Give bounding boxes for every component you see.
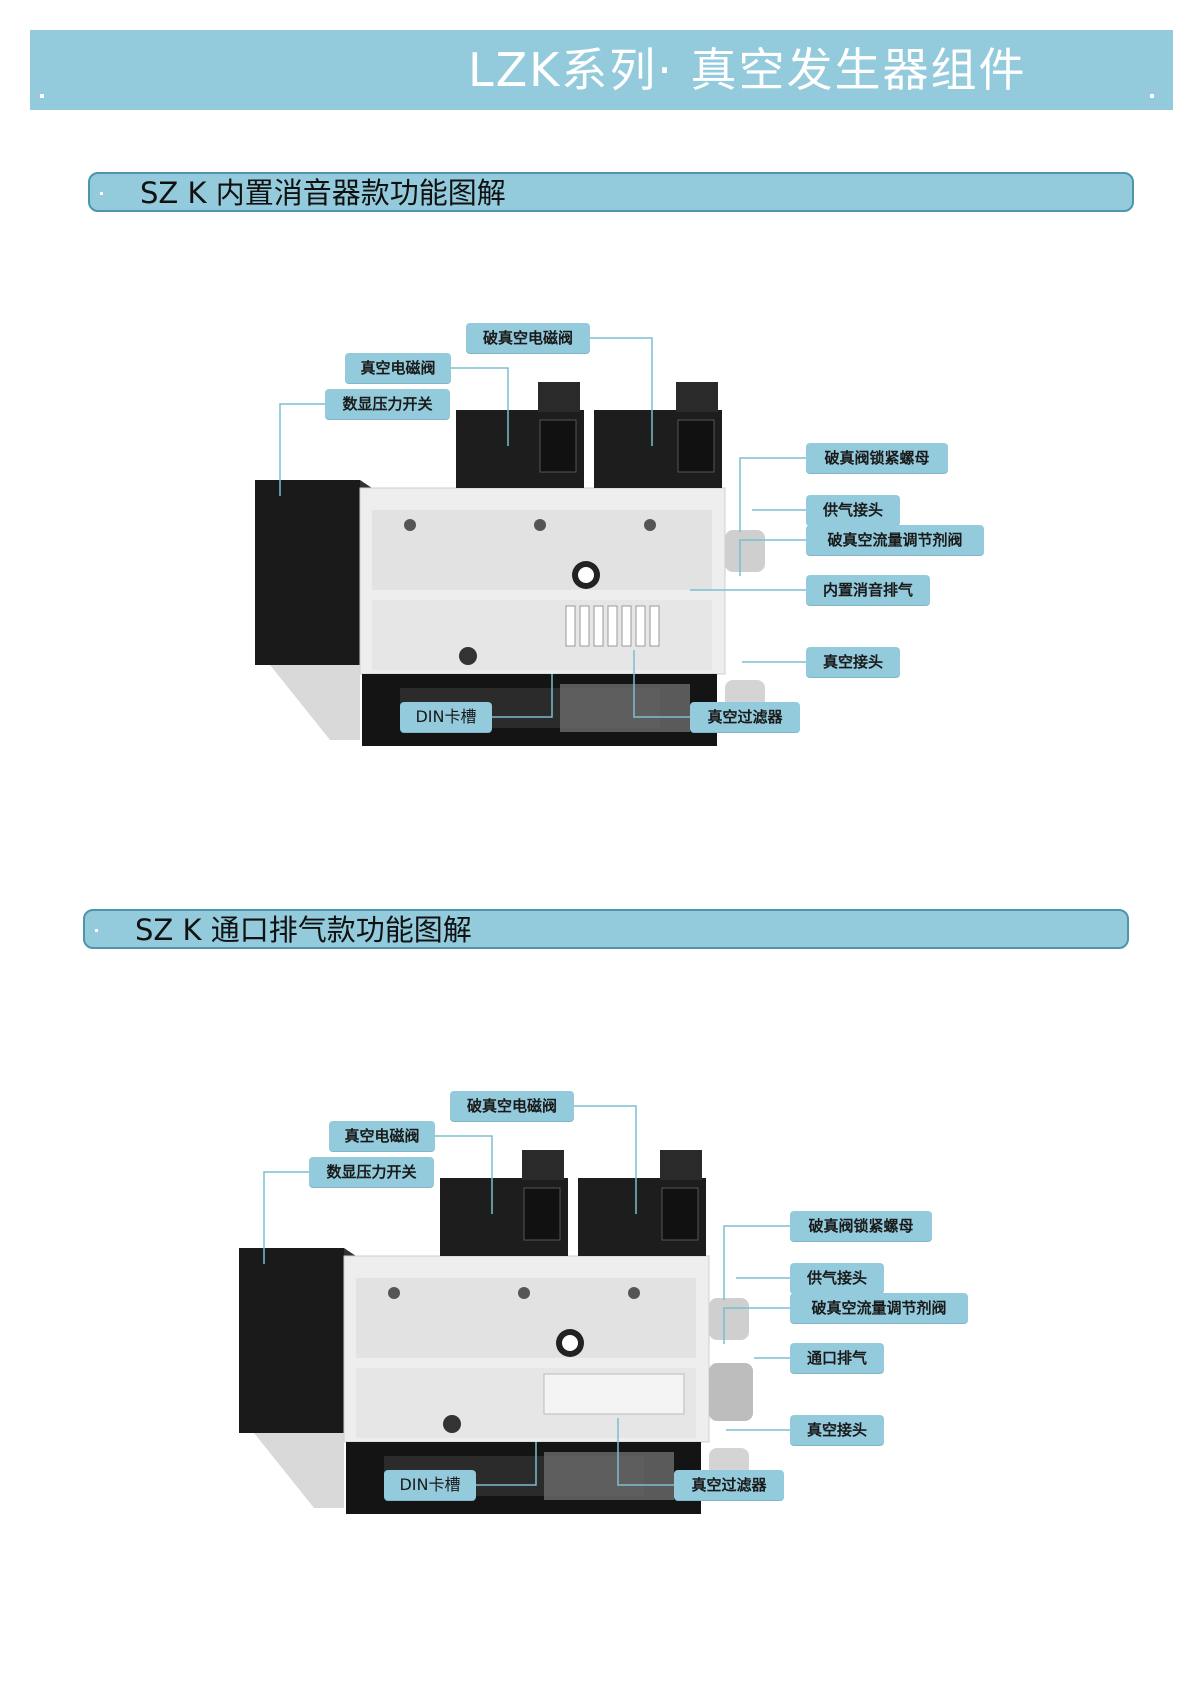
callout-flow-regulator: 破真空流量调节剂阀 [806, 525, 984, 555]
diagram-port-exhaust: 破真空电磁阀 真空电磁阀 数显压力开关 破真阀锁紧螺母 供气接头 破真空流量调节… [0, 1068, 1199, 1548]
callout-exhaust: 通口排气 [790, 1343, 884, 1373]
heading-dot [95, 929, 98, 932]
section-heading-label: SZ K 内置消音器款功能图解 [140, 176, 506, 210]
section-heading-port-exhaust: SZ K 通口排气款功能图解 [83, 909, 1129, 949]
leader-lines [263, 1105, 790, 1486]
diagram-builtin-silencer: 破真空电磁阀 真空电磁阀 数显压力开关 破真阀锁紧螺母 供气接头 破真空流量调节… [0, 300, 1199, 780]
banner-dot [40, 94, 44, 98]
product-body [239, 1150, 753, 1514]
callout-vacuum-valve: 真空电磁阀 [329, 1121, 435, 1151]
product-illustration [255, 337, 806, 746]
callout-supply-fitting: 供气接头 [806, 495, 900, 525]
section-heading-label: SZ K 通口排气款功能图解 [135, 913, 472, 947]
callout-flow-regulator: 破真空流量调节剂阀 [790, 1293, 968, 1323]
page-title: LZK系列· 真空发生器组件 [468, 43, 1027, 97]
callout-vacuum-valve: 真空电磁阀 [345, 353, 451, 383]
callout-pressure-switch: 数显压力开关 [309, 1157, 434, 1187]
callout-din-rail: DIN卡槽 [384, 1470, 476, 1500]
leader-lines [279, 337, 806, 718]
callout-lock-nut: 破真阀锁紧螺母 [806, 443, 948, 473]
callout-break-vacuum-valve: 破真空电磁阀 [450, 1091, 574, 1121]
product-body [255, 382, 765, 746]
section-heading-builtin-silencer: SZ K 内置消音器款功能图解 [88, 172, 1134, 212]
page-banner: LZK系列· 真空发生器组件 [30, 30, 1173, 110]
callout-vacuum-filter: 真空过滤器 [674, 1470, 784, 1500]
product-illustration [239, 1105, 790, 1514]
callout-vacuum-fitting: 真空接头 [790, 1415, 884, 1445]
callout-lock-nut: 破真阀锁紧螺母 [790, 1211, 932, 1241]
callout-vacuum-filter: 真空过滤器 [690, 702, 800, 732]
callout-supply-fitting: 供气接头 [790, 1263, 884, 1293]
banner-dot [1150, 94, 1154, 98]
callout-vacuum-fitting: 真空接头 [806, 647, 900, 677]
callout-pressure-switch: 数显压力开关 [325, 389, 450, 419]
callout-break-vacuum-valve: 破真空电磁阀 [466, 323, 590, 353]
heading-dot [100, 192, 103, 195]
callout-din-rail: DIN卡槽 [400, 702, 492, 732]
callout-exhaust: 内置消音排气 [806, 575, 930, 605]
